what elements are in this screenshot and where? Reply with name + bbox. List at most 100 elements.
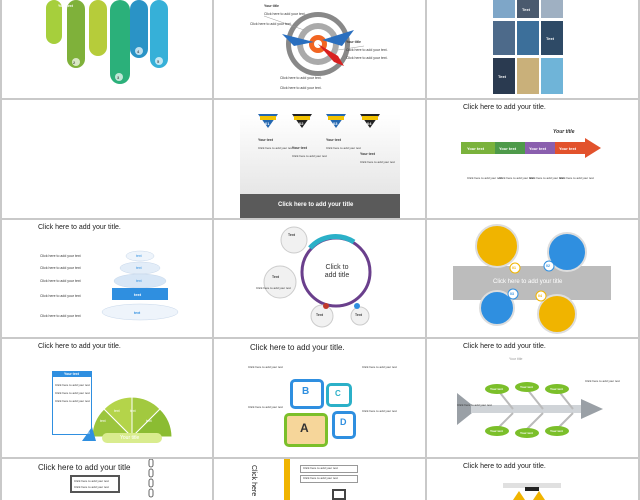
slide-thumbnail-5[interactable]: 01 02 03 04 Your text Your text Your tex… [214,100,425,218]
phase-note: Click here to add your text [467,176,502,180]
slide-thumbnail-14[interactable]: Click here Click here to add your text C… [214,459,425,500]
slide-thumbnail-6[interactable]: Click here to add your title. Your title… [427,100,638,218]
target-line: Click here to add your text. [346,48,388,52]
badge-number: 04 [367,121,372,126]
slide-title: Click here to add your title. [463,463,546,470]
slide-thumbnail-7[interactable]: Click here to add your title. text text … [2,220,212,337]
text-box-line: Click here to add your text [55,391,90,395]
fish-note: Click here to add your text [585,379,620,383]
banner-head: Your text [292,146,307,150]
slide-thumbnail-2[interactable]: Your title Click here to add your text. … [214,0,425,98]
bar-number: 4 [137,49,140,54]
target-line: Click here to add your text. [264,12,306,16]
text-tile [541,21,563,55]
timeline-box [300,465,358,473]
circle-number: 01 [512,266,516,270]
fish-pod-label: Your text [490,387,503,391]
slide-thumbnail-8[interactable]: Click to add title Text Text Text Text C… [214,220,425,337]
text-box-line: Click here to add your text [55,383,90,387]
tile-text: Text [498,74,506,79]
chart-title: Your title [553,129,575,135]
block-b [290,379,324,409]
circle-number: 03 [510,292,514,296]
satellite-label: Text [316,313,323,317]
fan-label: text [130,409,136,413]
slide-thumbnail-1[interactable]: Your text 2 3 4 5 [2,0,212,98]
text-tile [517,0,539,18]
banner-head: Your text [360,152,375,156]
timeline-note: Click here to add your text [303,476,338,480]
slide-thumbnail-12[interactable]: Click here to add your title. Your title… [427,339,638,457]
photo-tile [541,0,563,18]
slide-thumbnail-13[interactable]: Click here to add your title Click here … [2,459,212,500]
timeline-arrow [461,138,601,158]
side-text: Click here to add your text [40,254,81,258]
fish-note: Click here to add your text [457,403,492,407]
text-box-header [52,371,92,377]
fish-pod-label: Your text [550,429,563,433]
banner-body: Click here to add your text [326,146,361,150]
timeline-note: Click here to add your text [303,466,338,470]
badge-number: 03 [333,121,338,126]
satellite-label: Text [288,233,295,237]
target-icon [263,12,365,76]
slide-title: Click here to add your title [38,463,131,472]
fan-label: text [114,409,120,413]
block-note: Click here to add your text [362,409,397,413]
bar-number: 2 [73,60,76,65]
level-label: text [136,279,142,283]
bar-number: 3 [117,75,120,80]
fan-label: text [100,419,106,423]
box-note: Click here to add your text [74,485,109,489]
fish-pod-label: Your text [490,429,503,433]
circle-number: 04 [538,294,542,298]
block-c [326,383,352,407]
fan-segment: text [84,431,90,435]
side-text: Click here to add your text [40,279,81,283]
level-label: text [136,254,142,258]
slide-title: Click here to add your title. [38,343,121,350]
fish-pod-label: Your text [520,431,533,435]
fishbone-graphic [457,382,603,438]
block-note: Click here to add your text [248,365,283,369]
fish-pod-label: Your text [520,385,533,389]
slide-thumbnail-10[interactable]: Click here to add your title. Your text … [2,339,212,457]
target-line: Click here to add your text. [346,56,388,60]
slide-thumbnail-3[interactable]: Text Text Text [427,0,638,98]
target-line: Click here to add your text. [280,86,322,90]
phase-label: Your text [529,146,547,151]
slide-thumbnail-15[interactable]: Click here to add your title. [427,459,638,500]
pyramid-graphic [101,250,179,321]
phase-label: Your text [467,146,485,151]
hanging-box [70,475,120,493]
slide-title: Click here to add your title. [463,104,546,111]
band-title: Click here to add your title [493,279,563,285]
center-band [453,266,611,300]
center-title: Click to add title [324,264,350,279]
target-label: Your title [264,4,279,8]
pyramid-top-graphic [503,483,561,500]
target-label: Your title [346,40,361,44]
slide-title: Click here to add your title. [250,343,345,352]
timeline-box [300,475,358,483]
slide-thumbnail-9[interactable]: Click here to add your title 01 02 03 04 [427,220,638,337]
slide-thumbnail-11[interactable]: Click here to add your title. B C A D Cl… [214,339,425,457]
satellite-label: Text [355,313,362,317]
block-d [332,411,356,439]
side-text: Click here to add your text [40,294,81,298]
slide-title: Click here to add your title. [463,343,546,350]
target-line: Click here to add your text. [250,22,292,26]
fish-pod-label: Your text [550,387,563,391]
block-letter: B [302,386,310,397]
block-a [284,413,328,447]
text-tile [493,58,515,94]
fish-head-label: Your title [509,357,523,361]
badge-number: 02 [299,121,304,126]
tile-text: Text [522,7,530,12]
banner-area [240,114,400,194]
slide-thumbnail-4[interactable] [2,100,212,218]
phase-label: Your text [499,146,517,151]
block-note: Click here to add your text [248,405,283,409]
banner-head: Your text [258,138,273,142]
